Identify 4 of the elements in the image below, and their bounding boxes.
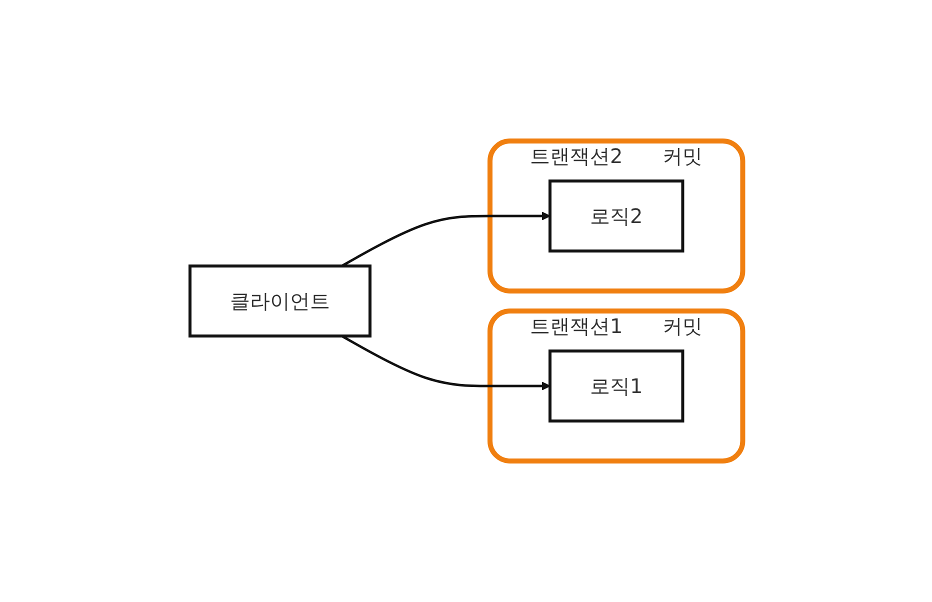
node-box: 로직2 xyxy=(548,180,684,252)
node-box: 로직1 xyxy=(548,350,684,422)
node-box: 클라이언트 xyxy=(188,264,372,338)
arrow xyxy=(340,212,550,268)
